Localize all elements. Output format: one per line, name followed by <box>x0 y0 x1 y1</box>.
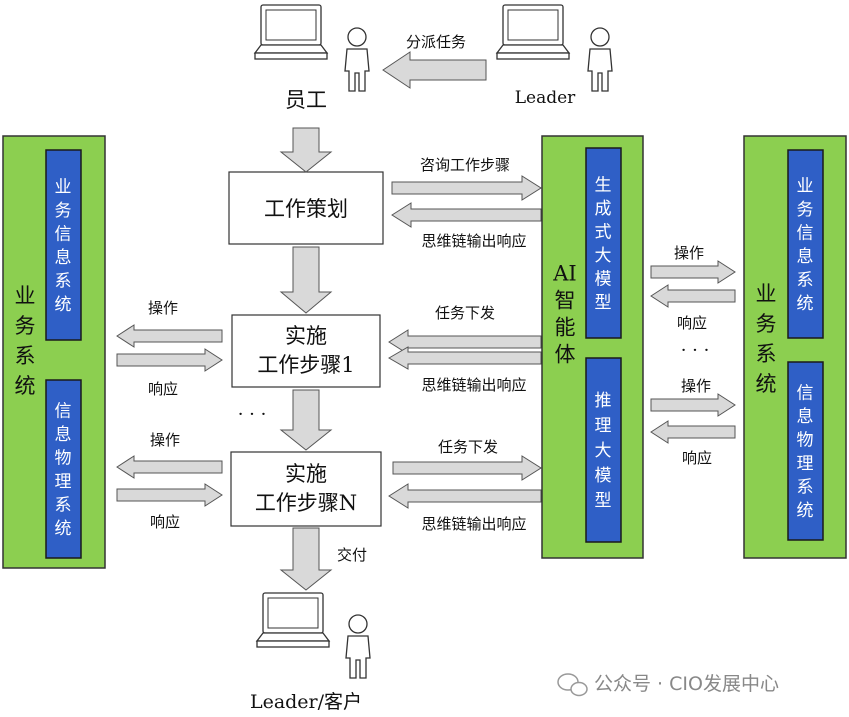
cot-response-arrow-2 <box>388 346 542 370</box>
left-response-label-2: 响应 <box>150 513 180 531</box>
planning-label: 工作策划 <box>264 197 348 221</box>
left-operate-label-1: 操作 <box>148 299 178 317</box>
left-cyber-physical-system <box>45 379 82 559</box>
cot-response-arrow-3 <box>388 483 542 509</box>
dispatch-task-arrow-2 <box>392 455 542 481</box>
cot-response-label-3: 思维链输出响应 <box>421 515 526 533</box>
down-arrow-planning-to-step1 <box>279 246 333 314</box>
down-arrow-stepN-to-delivery <box>279 527 333 591</box>
leader-computer-icon <box>496 4 570 60</box>
cot-response-label-2: 思维链输出响应 <box>421 376 526 394</box>
reasoning-model-label: 推理大模型 <box>595 391 612 511</box>
leader-person-icon <box>587 27 613 92</box>
left-operate-arrow-1 <box>116 324 223 348</box>
wechat-icon <box>557 673 588 697</box>
planning-box <box>228 171 384 245</box>
impl-stepN-box <box>230 451 382 527</box>
impl-step1-line2: 工作步骤1 <box>257 353 354 377</box>
employee-computer-icon <box>254 4 328 60</box>
cot-response-label-1: 思维链输出响应 <box>421 232 526 250</box>
right-business-system-title: 业务系统 <box>756 282 777 396</box>
assign-task-label: 分派任务 <box>406 33 466 51</box>
consult-steps-label: 咨询工作步骤 <box>420 156 510 174</box>
impl-step1-line1: 实施 <box>285 324 327 348</box>
left-response-label-1: 响应 <box>148 380 178 398</box>
employee-label: 员工 <box>285 88 327 112</box>
cot-response-arrow-1 <box>391 202 542 228</box>
right-response-label-1: 响应 <box>677 314 707 332</box>
down-arrow-step1-to-stepN <box>279 389 333 451</box>
left-response-arrow-2 <box>116 483 223 507</box>
left-business-info-system-label: 业务信息系统 <box>55 177 72 315</box>
right-response-arrow-1 <box>650 284 736 308</box>
left-business-info-system <box>45 149 82 341</box>
right-operate-label-1: 操作 <box>674 244 704 262</box>
customer-computer-icon <box>256 592 330 648</box>
reasoning-model-box <box>585 357 622 543</box>
leader-label: Leader <box>515 88 576 108</box>
down-arrow-employee-to-planning <box>279 127 333 173</box>
watermark-text: 公众号 · CIO发展中心 <box>594 673 779 695</box>
customer-person-icon <box>345 614 371 679</box>
deliver-label: 交付 <box>337 546 367 564</box>
assign-task-arrow <box>382 51 487 89</box>
impl-step1-box <box>231 314 381 388</box>
employee-person-icon <box>344 27 370 92</box>
generative-model-box <box>585 147 622 339</box>
left-business-system-title: 业务系统 <box>15 284 36 398</box>
right-ellipsis: · · · <box>681 340 710 361</box>
right-operate-arrow-2 <box>650 393 736 417</box>
right-operate-label-2: 操作 <box>681 377 711 395</box>
dispatch-task-arrow-1 <box>388 329 542 355</box>
right-response-arrow-2 <box>650 420 736 444</box>
impl-stepN-line2: 工作步骤N <box>255 491 357 515</box>
dispatch-task-label-1: 任务下发 <box>435 304 495 322</box>
left-operate-label-2: 操作 <box>150 431 180 449</box>
generative-model-label: 生成式大模型 <box>595 175 612 313</box>
leader-customer-label: Leader/客户 <box>250 691 362 713</box>
right-cyber-physical-system <box>787 361 824 541</box>
right-business-info-system <box>787 149 824 339</box>
right-business-info-system-label: 业务信息系统 <box>797 176 814 314</box>
consult-steps-arrow <box>391 175 542 201</box>
right-cyber-physical-system-label: 信息物理系统 <box>797 383 814 521</box>
left-response-arrow-1 <box>116 348 223 372</box>
left-cyber-physical-system-label: 信息物理系统 <box>55 401 72 539</box>
right-response-label-2: 响应 <box>682 449 712 467</box>
middle-ellipsis: · · · <box>238 404 267 425</box>
right-operate-arrow-1 <box>650 260 736 284</box>
dispatch-task-label-2: 任务下发 <box>438 438 498 456</box>
left-operate-arrow-2 <box>116 455 223 479</box>
impl-stepN-line1: 实施 <box>285 462 327 486</box>
